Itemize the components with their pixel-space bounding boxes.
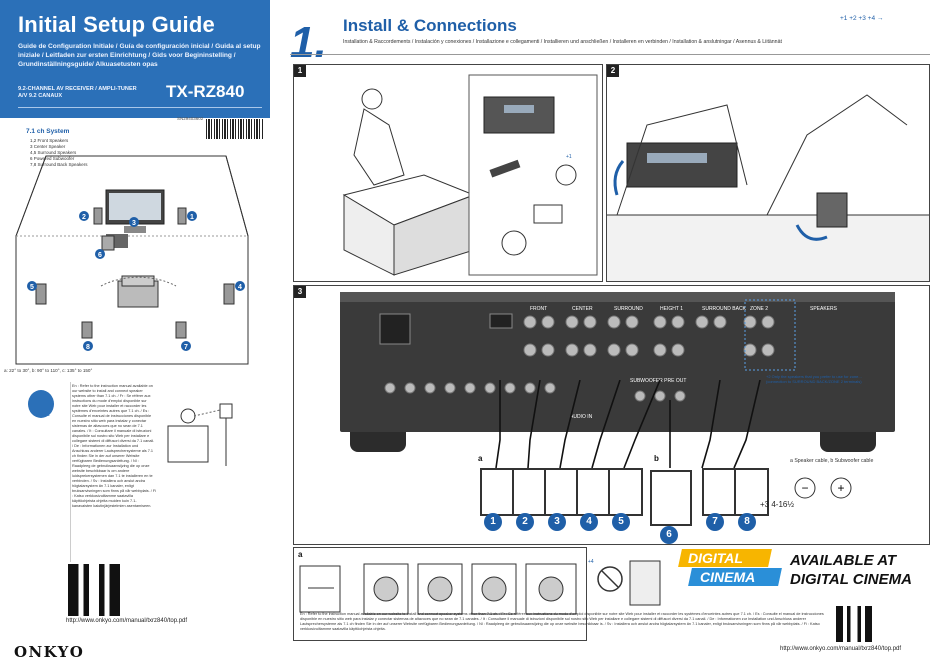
rear-label-height1: HEIGHT 1 — [660, 306, 683, 312]
svg-text:7: 7 — [184, 344, 188, 351]
barcode — [206, 119, 264, 139]
angle-note: a: 22° to 30°, b: 90° to 110°, c: 135° t… — [4, 368, 93, 373]
product-type: 9.2-CHANNEL AV RECEIVER / AMPLI-TUNER A/… — [18, 86, 137, 99]
guide-subtitle: Guide de Configuration Initiale / Guía d… — [18, 43, 261, 68]
speaker-7 — [702, 468, 737, 516]
manual-icon-label: MANUAL — [34, 413, 50, 417]
receiver-rear-panel: FRONT CENTER SURROUND HEIGHT 1 SURROUND … — [340, 292, 895, 432]
page-flags: +1 +2 +3 +4 → — [840, 15, 884, 22]
speaker-legend-item: 7,8 Surround Back Speakers — [30, 162, 88, 167]
document-number: SN29403602 — [177, 116, 204, 121]
svg-text:4: 4 — [238, 284, 242, 291]
room-illustration: 2 1 3 6 5 4 8 7 — [15, 155, 249, 365]
manual-book-icon — [28, 390, 54, 418]
cover-header: Initial Setup Guide Guide de Configurati… — [0, 0, 270, 118]
placement-illustration — [607, 94, 929, 281]
cable-label-b: b — [654, 454, 659, 463]
cable-legend: a Speaker cable, b Subwoofer cable — [790, 458, 874, 464]
speaker-number: 3 — [548, 513, 566, 531]
svg-text:−: − — [801, 481, 808, 495]
rear-label-surround: SURROUND — [614, 306, 643, 312]
section-title: Install & Connections — [343, 16, 517, 35]
prohibited-icon — [597, 560, 661, 606]
header-divider — [18, 107, 262, 108]
svg-text:6: 6 — [98, 252, 102, 259]
rear-label-audio-in: AUDIO IN — [570, 414, 593, 420]
svg-text:+: + — [837, 481, 844, 495]
terminal-polarity-illustration: − + — [794, 477, 852, 499]
panel-wiring-steps: a — [293, 547, 587, 641]
bottom-multilingual-note: En : Refer to the instruction manual ava… — [300, 612, 824, 631]
speaker-cables — [495, 380, 761, 469]
zone-note: +2 Only the speakers that you prefer to … — [766, 374, 862, 384]
panel-number: 3 — [294, 286, 306, 298]
receiver-foot-right — [820, 432, 876, 452]
speaker-number: 8 — [738, 513, 756, 531]
qr-code[interactable] — [68, 564, 120, 616]
wiring-steps-illustration — [299, 563, 577, 615]
warning-note-ref: +4 — [588, 559, 594, 565]
speaker-number: 2 — [516, 513, 534, 531]
section-subtitle: Installation & Raccordements / Instalaci… — [343, 39, 782, 45]
header-rule — [290, 54, 930, 55]
cable-label-a: a — [478, 454, 483, 463]
subwoofer-6 — [650, 470, 692, 526]
no-short-warning: +4 — [588, 547, 670, 639]
rear-label-surround-back: SURROUND BACK — [702, 306, 747, 312]
availability-line-2: DIGITAL CINEMA — [790, 571, 912, 588]
manual-url[interactable]: http://www.onkyo.com/manual/txrz840/top.… — [780, 646, 902, 652]
speaker-number: 1 — [484, 513, 502, 531]
speaker-legend-list: 1,2 Front Speakers 3 Center Speaker 4,5 … — [30, 138, 88, 168]
svg-text:3: 3 — [132, 220, 136, 227]
panel-placement: 2 — [606, 64, 930, 282]
panel-number: 1 — [294, 65, 306, 77]
panel-number: 2 — [607, 65, 619, 77]
speaker-number: 5 — [612, 513, 630, 531]
speaker-legend-item: 3 Center Speaker — [30, 144, 66, 149]
speaker-legend-item: 4,5 Surround Speakers — [30, 150, 77, 155]
rear-label-front: FRONT — [530, 306, 547, 312]
rear-panel-terminals: FRONT CENTER SURROUND HEIGHT 1 SURROUND … — [340, 292, 895, 420]
rear-label-sub-out: SUBWOOFER PRE OUT — [630, 378, 686, 384]
manual-url[interactable]: http://www.onkyo.com/manual/txrz840/top.… — [66, 618, 188, 624]
speaker-legend-item: 6 Powered Subwoofer — [30, 156, 75, 161]
speaker-5 — [608, 468, 643, 516]
panel-unpack: 1 — [293, 64, 603, 282]
rear-label-speakers: SPEAKERS — [810, 306, 838, 312]
multilingual-note: En : Refer to the instruction manual ava… — [72, 384, 156, 508]
section-number: 1. — [290, 18, 327, 67]
system-title: 7.1 ch System — [26, 128, 70, 135]
speaker-number: 4 — [580, 513, 598, 531]
speaker-4 — [576, 468, 611, 516]
svg-text:8: 8 — [86, 344, 90, 351]
receiver-foot-left — [350, 432, 406, 452]
speaker-2 — [512, 468, 547, 516]
room-layout-diagram: 2 1 3 6 5 4 8 7 — [6, 126, 266, 366]
page-reference: +3 4-16½ — [760, 500, 795, 509]
guide-title: Initial Setup Guide — [18, 12, 215, 37]
digital-cinema-logo: DIGITAL CINEMA — [678, 547, 782, 587]
wiring-label-a: a — [298, 550, 303, 559]
qr-code[interactable] — [836, 606, 872, 642]
speaker-number: 6 — [660, 526, 678, 544]
note-box — [70, 382, 159, 562]
left-cover-column: Initial Setup Guide Guide de Configurati… — [0, 0, 270, 672]
unpacking-illustration — [342, 74, 598, 276]
speaker-number: 7 — [706, 513, 724, 531]
logo-text-digital: DIGITAL — [688, 550, 743, 566]
speaker-legend-item: 1,2 Front Speakers — [30, 138, 69, 143]
svg-text:5: 5 — [30, 284, 34, 291]
rear-label-center: CENTER — [572, 306, 593, 312]
availability-line-1: AVAILABLE AT — [790, 552, 897, 569]
speaker-3 — [544, 468, 579, 516]
model-name: TX-RZ840 — [166, 82, 245, 101]
logo-text-cinema: CINEMA — [700, 569, 756, 585]
listening-position-illustration — [167, 403, 233, 466]
accessory-note: +1 — [566, 154, 572, 160]
brand-logo: ONKYO — [14, 643, 85, 661]
svg-text:1: 1 — [190, 214, 194, 221]
rear-label-zone2: ZONE 2 — [750, 306, 768, 312]
svg-text:2: 2 — [82, 214, 86, 221]
speaker-1 — [480, 468, 515, 516]
